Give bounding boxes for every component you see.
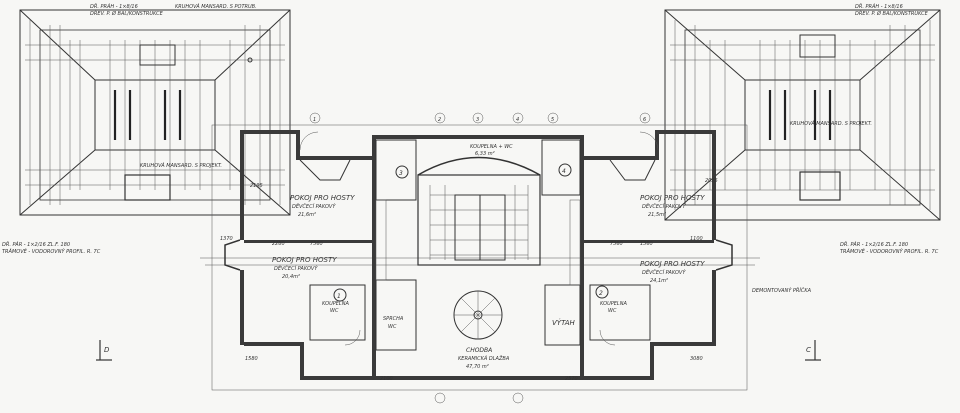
marker-circle-4-label: 4 [562,168,566,175]
room-left-lower-area: 20,4m² [282,274,300,280]
dim-7: 7560 [310,241,323,247]
note-right-mid: DŘ. PÁR - 1×2/16 ZL.F. 180 [840,240,908,248]
section-c-label: C [806,346,811,354]
annotation-notes: DŘ. PRÁH - 1×8/16 DŘEV. P. Ø BAL/KONSTRU… [2,2,939,294]
marker-circle-1-label: 1 [337,293,341,300]
axis-markers: 1 2 3 4 5 6 [309,112,651,404]
marker-circle-4 [558,163,572,177]
room-right-lower-name: POKOJ PRO HOSTY [640,260,705,268]
note-right-center: KRUHOVÁ MANSARD. S PROJEKT. [790,120,872,127]
room-right-lower-floor: DĚVČECÍ PAKOVÝ [642,268,686,276]
marker-circle-2-label: 2 [599,290,603,297]
note-top-left-3: KRUHOVÁ MANSARD. S POTRUB. [175,3,257,10]
dim-9: 2100 [380,376,393,382]
axis-3: 3 [476,117,479,123]
note-left-mid: DŘ. PÁR - 1×2/16 ZL.F. 180 [2,240,70,248]
note-top-left-1: DŘ. PRÁH - 1×8/16 [90,2,138,10]
room-koupelna-top-name: KOUPELNA + WC [470,144,513,150]
room-koupelna-left-name: KOUPELNA [322,301,349,307]
room-koupelna-top-area: 6,33 m² [475,151,495,157]
room-left-upper-name: POKOJ PRO HOSTY [290,194,355,202]
room-bath-center-wc: WC [388,324,397,330]
note-left-center: KRUHOVÁ MANSARD. S PROJEKT. [140,162,222,169]
room-koupelna-right-wc: WC [608,308,617,314]
room-right-lower-area: 24,1m² [650,278,668,284]
room-hall-floor: KERAMICKÁ DLAŽBA [458,354,510,362]
room-left-upper-floor: DĚVČECÍ PAKOVÝ [292,202,336,210]
dim-4: 2280 [272,241,285,247]
marker-circle-2 [595,285,609,299]
dim-6: 2025 [705,178,718,184]
main-floor-plan [200,124,760,391]
room-bath-center-name: SPRCHA [383,316,404,322]
dim-8: 7360 [610,241,623,247]
dim-5: 1360 [640,241,653,247]
room-vytah: VÝTAH [552,318,575,327]
note-top-left-2: DŘEV. P. Ø BAL/KONSTRUKCE [90,9,164,17]
room-hall-name: CHODBA [466,347,492,354]
room-left-lower-name: POKOJ PRO HOSTY [272,256,337,264]
marker-circle-1 [333,288,347,302]
room-right-upper-floor: DĚVČECÍ PAKOVÝ [642,202,686,210]
room-labels: POKOJ PRO HOSTY DĚVČECÍ PAKOVÝ 21,6m² PO… [272,144,705,370]
axis-6: 6 [643,117,646,123]
room-right-upper-area: 21,5m² [648,212,666,218]
room-right-upper-name: POKOJ PRO HOSTY [640,194,705,202]
room-koupelna-right-name: KOUPELNA [600,301,627,307]
dim-2: 1370 [220,236,233,242]
note-left-mid-2: TRÁMOVÉ - VODOROVNÝ PROFIL. R. 7C [2,247,101,255]
dimension-labels: 2195 1370 1100 2280 1360 2025 7560 7360 … [220,178,718,382]
axis-4: 4 [516,117,519,123]
dim-12: 3080 [690,356,703,362]
dim-11: 1580 [245,356,258,362]
note-top-right-1: DŘ. PRÁH - 1×8/16 [855,2,903,10]
axis-5: 5 [551,117,554,123]
marker-circle-3 [395,165,409,179]
note-top-right-2: DŘEV. P. Ø BAL/KONSTRUKCE [855,9,929,17]
section-markers: D C [96,340,821,361]
note-right-mid-2: TRÁMOVÉ - VODOROVNÝ PROFIL. R. 7C [840,247,939,255]
marker-circle-3-label: 3 [399,170,403,177]
dim-10: 2570 [565,376,578,382]
dim-3: 1100 [690,236,703,242]
room-markers: 1 2 3 4 [333,163,609,302]
axis-2: 2 [438,117,441,123]
section-d-label: D [104,346,110,354]
room-koupelna-left-wc: WC [330,308,339,314]
axis-1: 1 [313,117,316,123]
room-left-upper-area: 21,6m² [298,212,316,218]
room-hall-area: 47,70 m² [466,364,489,370]
dim-1: 2195 [250,183,263,189]
room-left-lower-floor: DĚVČECÍ PAKOVÝ [274,264,318,272]
right-roof-plan [664,9,941,221]
note-right-low: DEMONTOVANÝ PŘÍČKA [752,286,812,294]
